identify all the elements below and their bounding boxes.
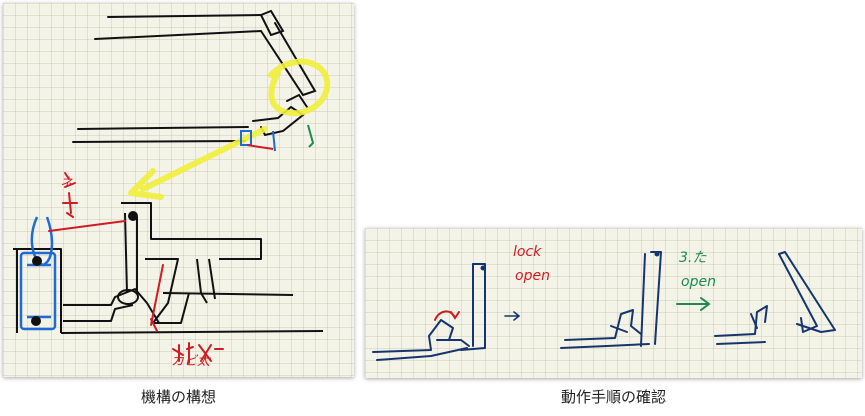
sequence-sketch: lock open 3.た open <box>372 244 836 361</box>
sketch-panel-mechanism-concept: ネ カビ太 <box>3 3 354 377</box>
handwritten-note-vertical: ネ <box>60 176 73 191</box>
caption-operation-sequence: 動作手順の確認 <box>560 388 666 406</box>
note-lock: lock <box>513 244 542 260</box>
note-open-red: open <box>515 268 550 284</box>
caption-mechanism-concept: 機構の構想 <box>140 388 216 406</box>
note-step-3: 3.た <box>679 250 707 266</box>
mechanism-sketch: ネ カビ太 <box>13 9 331 369</box>
note-open-green: open <box>681 274 716 290</box>
sketch-panel-operation-sequence: lock open 3.た open <box>365 228 862 378</box>
handwritten-note-bottom: カビ太 <box>171 354 212 369</box>
